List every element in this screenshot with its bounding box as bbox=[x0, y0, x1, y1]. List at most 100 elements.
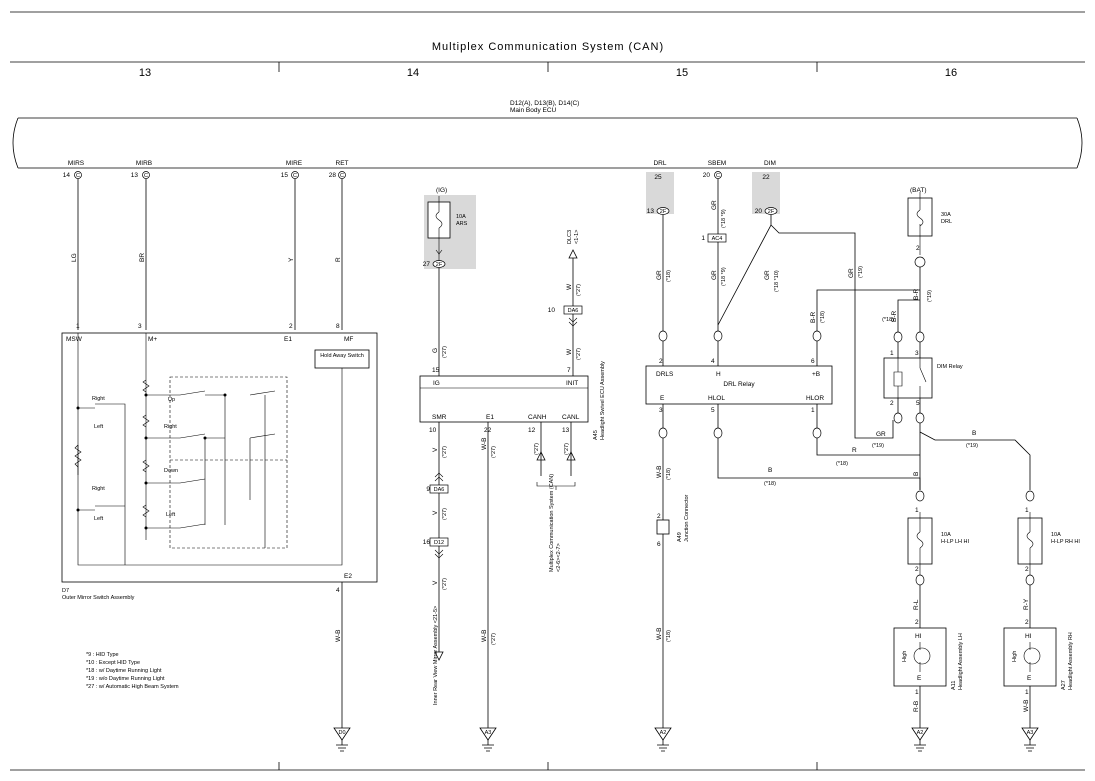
svg-text:6: 6 bbox=[811, 358, 815, 365]
pin-num: 2 bbox=[915, 566, 919, 573]
svg-text:GR: GR bbox=[764, 270, 771, 280]
svg-text:12: 12 bbox=[528, 427, 536, 434]
svg-text:(*18): (*18) bbox=[820, 311, 826, 323]
drl-section: GR (*18) GR (*18 *9) 1 AC4 GR (*18 *9) G… bbox=[645, 179, 921, 752]
svg-text:V: V bbox=[432, 447, 439, 452]
svg-text:R-Y: R-Y bbox=[1023, 598, 1030, 610]
svg-text:8: 8 bbox=[336, 323, 340, 330]
svg-text:2F: 2F bbox=[660, 209, 667, 215]
svg-text:SMR: SMR bbox=[432, 414, 447, 421]
pin-num: 2 bbox=[890, 400, 894, 407]
svg-text:A45: A45 bbox=[593, 430, 599, 440]
svg-text:3: 3 bbox=[659, 407, 663, 414]
svg-text:(*18 *9): (*18 *9) bbox=[721, 209, 727, 228]
svg-text:(*27): (*27) bbox=[564, 443, 570, 455]
svg-text:(IG): (IG) bbox=[436, 187, 447, 194]
ecu-pin-drl: DRL 25 13 2F bbox=[647, 160, 670, 215]
svg-text:DRLS: DRLS bbox=[656, 371, 674, 378]
svg-text:SBEM: SBEM bbox=[708, 160, 726, 167]
svg-text:HI: HI bbox=[1025, 633, 1032, 640]
svg-text:MIRE: MIRE bbox=[286, 160, 303, 167]
hold-away-label: Hold Away Switch bbox=[320, 353, 364, 359]
pin-num: 2 bbox=[1025, 619, 1029, 626]
svg-text:A27: A27 bbox=[1061, 680, 1067, 690]
column-number: 16 bbox=[945, 67, 957, 79]
svg-text:Right: Right bbox=[92, 396, 105, 402]
svg-text:R: R bbox=[852, 447, 857, 454]
svg-text:28: 28 bbox=[329, 172, 337, 179]
svg-text:(*27): (*27) bbox=[534, 443, 540, 455]
ecu-pin-sbem: SBEM 20 C bbox=[703, 160, 726, 179]
svg-text:MIRS: MIRS bbox=[68, 160, 85, 167]
svg-text:W-B: W-B bbox=[656, 465, 663, 478]
svg-text:(*27): (*27) bbox=[442, 508, 448, 520]
svg-text:(*27): (*27) bbox=[491, 446, 497, 458]
svg-text:10: 10 bbox=[429, 427, 437, 434]
svg-text:B-R: B-R bbox=[891, 311, 898, 323]
svg-text:GR: GR bbox=[656, 270, 663, 280]
svg-text:(*18): (*18) bbox=[666, 468, 672, 480]
pin-num: 2 bbox=[1025, 566, 1029, 573]
svg-text:25: 25 bbox=[654, 174, 662, 181]
svg-text:(*27): (*27) bbox=[442, 446, 448, 458]
svg-text:MSW: MSW bbox=[66, 336, 83, 343]
svg-text:30A: 30A bbox=[941, 212, 951, 218]
svg-text:(*18 *10): (*18 *10) bbox=[774, 270, 780, 292]
ecu-code: D12(A), D13(B), D14(C) bbox=[510, 100, 579, 107]
svg-text:(*27): (*27) bbox=[491, 633, 497, 645]
svg-text:Left: Left bbox=[94, 516, 104, 522]
svg-text:A2: A2 bbox=[917, 730, 924, 736]
svg-text:(*27): (*27) bbox=[576, 284, 582, 296]
svg-text:W-B: W-B bbox=[481, 629, 488, 642]
svg-text:E: E bbox=[917, 675, 922, 682]
svg-text:Multiplex Communication System: Multiplex Communication System (CAN) bbox=[549, 474, 555, 572]
svg-text:AC4: AC4 bbox=[712, 236, 723, 242]
svg-text:(*27): (*27) bbox=[576, 348, 582, 360]
svg-text:14: 14 bbox=[63, 172, 71, 179]
wire-color: BR bbox=[139, 253, 146, 262]
wire-color: Y bbox=[288, 257, 295, 262]
svg-text:3: 3 bbox=[138, 323, 142, 330]
svg-text:2: 2 bbox=[657, 513, 661, 520]
svg-text:13: 13 bbox=[562, 427, 570, 434]
svg-text:(*18): (*18) bbox=[666, 630, 672, 642]
svg-text:Left: Left bbox=[94, 424, 104, 430]
svg-text:E2: E2 bbox=[344, 573, 352, 580]
svg-text:(*27): (*27) bbox=[442, 346, 448, 358]
pin-num: 1 bbox=[915, 507, 919, 514]
column-number: 14 bbox=[407, 67, 419, 79]
svg-text:DIM Relay: DIM Relay bbox=[937, 364, 963, 370]
pin-num: 1 bbox=[1025, 507, 1029, 514]
svg-text:E1: E1 bbox=[486, 414, 494, 421]
svg-text:H-LP RH HI: H-LP RH HI bbox=[1051, 539, 1080, 545]
svg-text:A49: A49 bbox=[677, 532, 683, 542]
svg-text:(*18 *9): (*18 *9) bbox=[721, 267, 727, 286]
svg-text:E: E bbox=[660, 395, 665, 402]
column-number: 13 bbox=[139, 67, 151, 79]
svg-text:INIT: INIT bbox=[566, 380, 578, 387]
svg-text:W-B: W-B bbox=[1023, 699, 1030, 712]
svg-text:V: V bbox=[432, 580, 439, 585]
mirror-name: Outer Mirror Switch Assembly bbox=[62, 595, 135, 601]
svg-text:G: G bbox=[432, 348, 439, 353]
svg-text:A11: A11 bbox=[951, 681, 957, 690]
svg-text:(*19): (*19) bbox=[872, 443, 884, 449]
svg-text:ARS: ARS bbox=[456, 221, 468, 227]
ecu-pin-dim: DIM 22 20 2F bbox=[755, 160, 778, 215]
svg-text:Left: Left bbox=[166, 512, 176, 518]
svg-text:C: C bbox=[340, 173, 344, 179]
ecu-pin-mire: MIRE 15 C bbox=[281, 160, 303, 179]
svg-text:B-R: B-R bbox=[810, 312, 817, 324]
svg-text:High: High bbox=[902, 651, 908, 662]
outer-mirror-switch: 1 3 2 8 4 MSW M+ E1 MF E2 Hold Away Swit… bbox=[61, 323, 378, 601]
svg-text:Down: Down bbox=[164, 468, 178, 474]
svg-text:RET: RET bbox=[336, 160, 349, 167]
svg-text:V: V bbox=[432, 510, 439, 515]
svg-text:IG: IG bbox=[433, 380, 440, 387]
svg-text:M+: M+ bbox=[148, 336, 157, 343]
svg-text:4: 4 bbox=[336, 587, 340, 594]
svg-text:(*18): (*18) bbox=[882, 317, 894, 323]
svg-text:9: 9 bbox=[426, 486, 430, 493]
svg-text:HLOL: HLOL bbox=[708, 395, 725, 402]
svg-text:13: 13 bbox=[131, 172, 139, 179]
